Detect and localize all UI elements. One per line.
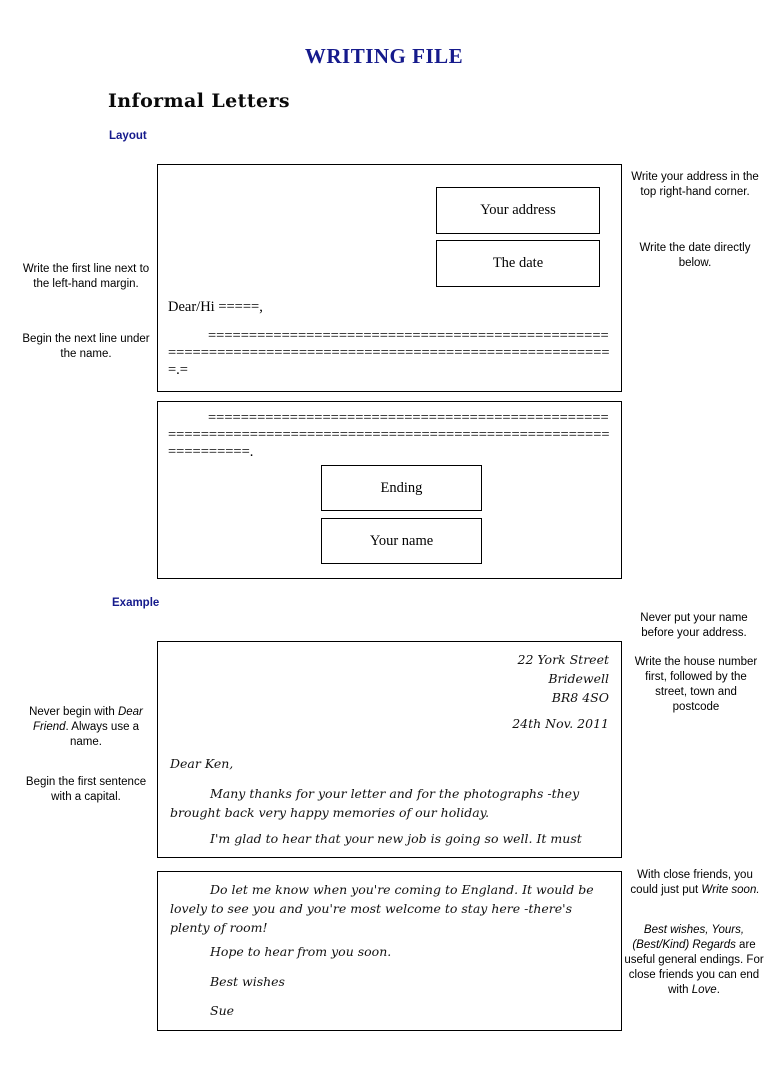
layout-body-text-top: ========================================… (168, 328, 610, 378)
example-date: 24th Nov. 2011 (512, 716, 609, 731)
your-address-placeholder-box: Your address (436, 187, 600, 234)
example-paragraph-2: I'm glad to hear that your new job is go… (210, 831, 582, 846)
note-write-date: Write the date directly below. (639, 242, 751, 269)
note-text-a: With close friends, you could just put (630, 869, 753, 896)
note-write-first-line: Write the first line next to the left-ha… (22, 263, 150, 290)
section-heading: Informal Letters (108, 90, 291, 112)
note-never-name-before-address: Never put your name before your address. (640, 612, 748, 639)
note-text-c: . Always use a name. (65, 721, 140, 748)
layout-diagram-box-top: Your address The date Dear/Hi =====, ===… (157, 164, 622, 392)
the-date-label: The date (492, 255, 544, 271)
note-begin-next-line: Begin the next line under the name. (22, 333, 150, 360)
note-text-b: are useful general endings. For close fr… (624, 939, 764, 996)
page-title: WRITING FILE (304, 44, 464, 68)
example-subheading: Example (112, 597, 160, 609)
ending-label: Ending (380, 479, 423, 496)
note-text-a: Never begin with (29, 706, 118, 718)
note-close-friends-write-soon: With close friends, you could just put W… (626, 868, 764, 898)
note-text-emphasis-a: Best wishes, Yours, (Best/Kind) Regards (632, 924, 745, 951)
ending-placeholder-box: Ending (321, 465, 482, 511)
note-text-emphasis: Write soon. (701, 884, 760, 896)
note-text-emphasis: Dear Friend (32, 706, 143, 733)
the-date-placeholder-box: The date (436, 240, 600, 287)
your-name-placeholder-box: Your name (321, 518, 482, 564)
example-sender-address: 22 York Street Bridewell BR8 4SO (517, 652, 609, 705)
note-general-endings: Best wishes, Yours, (Best/Kind) Regards … (624, 923, 764, 998)
your-address-label: Your address (480, 202, 556, 218)
note-begin-with-capital: Begin the first sentence with a capital. (25, 776, 147, 803)
note-text-emphasis-b: Love (691, 984, 717, 996)
example-signature: Sue (210, 1003, 235, 1018)
note-text-d: . (716, 984, 720, 996)
layout-body-text-bottom: ========================================… (168, 410, 610, 460)
note-house-number-first: Write the house number first, followed b… (634, 656, 758, 713)
note-never-dear-friend: Never begin with Dear Friend. Always use… (18, 705, 154, 750)
example-closing: Best wishes (210, 974, 285, 989)
example-letter-box-top: 22 York Street Bridewell BR8 4SO 24th No… (157, 641, 622, 858)
salutation-placeholder: Dear/Hi =====, (168, 299, 263, 315)
layout-subheading: Layout (109, 130, 147, 142)
your-name-label: Your name (369, 532, 434, 549)
example-paragraph-4: Hope to hear from you soon. (210, 944, 392, 959)
example-salutation: Dear Ken, (170, 756, 234, 771)
example-paragraph-3: Do let me know when you're coming to Eng… (170, 882, 594, 935)
example-paragraph-1: Many thanks for your letter and for the … (170, 786, 580, 820)
note-write-address: Write your address in the top right-hand… (631, 171, 759, 198)
example-letter-box-bottom: Do let me know when you're coming to Eng… (157, 871, 622, 1031)
layout-diagram-box-bottom: ========================================… (157, 401, 622, 579)
